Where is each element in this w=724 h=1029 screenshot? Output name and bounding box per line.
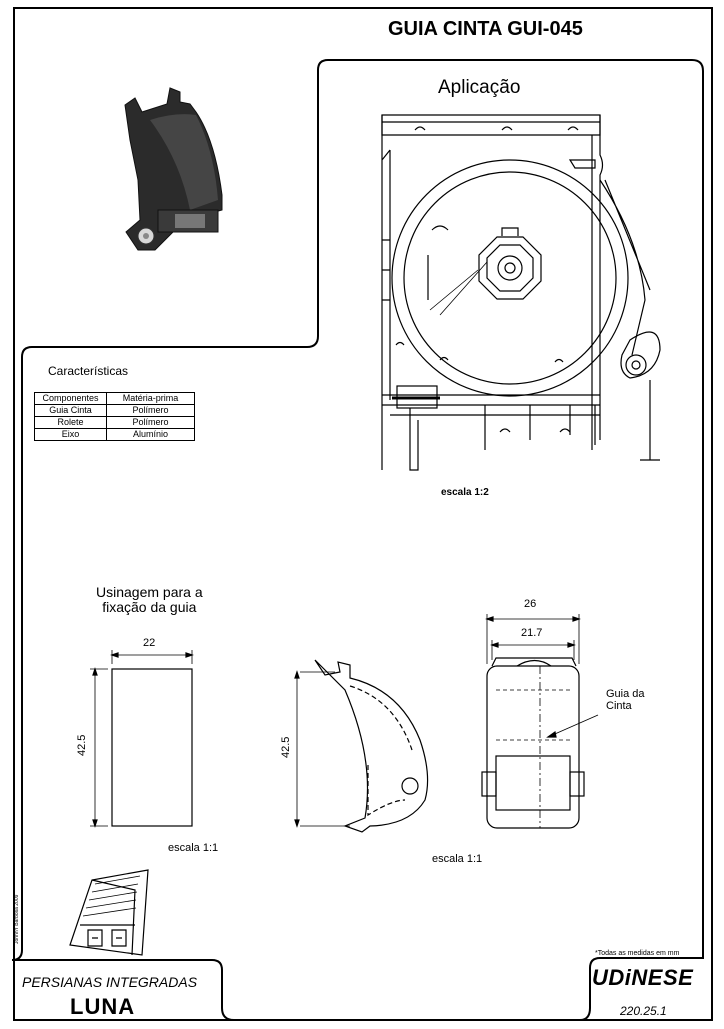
machining-width-dim: 22 (143, 637, 156, 649)
machining-cutout (90, 650, 194, 828)
table-header-cell: Componentes (34, 392, 107, 405)
side-view-height-dim: 42.5 (280, 736, 292, 758)
front-view-drawing (481, 614, 599, 829)
machining-title-line2: fixação da guia (102, 599, 197, 615)
table-cell: Polímero (106, 404, 195, 417)
table-cell: Rolete (34, 416, 107, 429)
table-row: Guia Cinta Polímero (34, 404, 195, 417)
machining-scale: escala 1:1 (168, 842, 219, 854)
units-footnote: *Todas as medidas em mm (595, 950, 680, 957)
product-series: PERSIANAS INTEGRADAS (22, 974, 198, 990)
table-header-row: Componentes Matéria-prima (34, 392, 195, 405)
drawing-code: 220.25.1 (620, 1004, 667, 1018)
application-scale: escala 1:2 (441, 487, 489, 498)
application-drawing (381, 114, 661, 471)
title-block-left (14, 959, 235, 1021)
characteristics-title: Características (48, 364, 129, 378)
table-cell: Eixo (34, 428, 107, 441)
table-row: Rolete Polímero (34, 416, 195, 429)
front-view-scale: escala 1:1 (432, 853, 483, 865)
table-cell: Guia Cinta (34, 404, 107, 417)
table-cell: Polímero (106, 416, 195, 429)
guide-callout: Guia da Cinta (606, 688, 645, 712)
product-name: LUNA (70, 994, 136, 1019)
machining-title: Usinagem para a fixação da guia (96, 585, 203, 615)
author-credit: JohnnY Barbosa 2009 (14, 894, 20, 944)
guide-callout-line2: Cinta (606, 700, 632, 712)
table-header-cell: Matéria-prima (106, 392, 195, 405)
front-outer-width-dim: 26 (524, 598, 537, 610)
application-title: Aplicação (438, 77, 521, 98)
outer-border (13, 7, 713, 1021)
window-icon (69, 869, 149, 956)
brand-logo: UDiNESE (592, 965, 694, 990)
product-photo (124, 87, 223, 251)
table-row: Eixo Alumínio (34, 428, 195, 441)
materials-table: Componentes Matéria-prima Guia Cinta Pol… (34, 392, 195, 441)
guide-callout-line1: Guia da (606, 688, 645, 700)
machining-height-dim: 42.5 (76, 734, 88, 756)
machining-title-line1: Usinagem para a (96, 584, 203, 600)
panel-divider-line (11, 59, 329, 961)
application-panel-border (328, 59, 704, 950)
title-block-right (579, 950, 704, 1021)
table-cell: Alumínio (106, 428, 195, 441)
drawing-title: GUIA CINTA GUI-045 (388, 18, 583, 40)
front-inner-width-dim: 21.7 (521, 627, 543, 639)
side-view-drawing (294, 659, 429, 833)
